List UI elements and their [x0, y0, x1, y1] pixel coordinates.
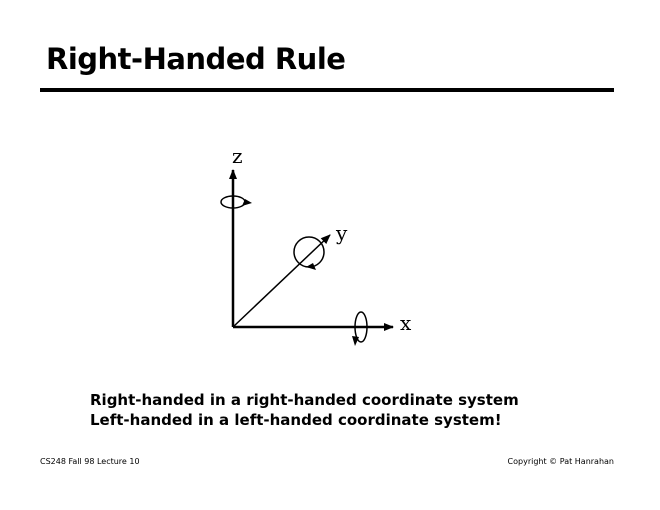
body-text: Right-handed in a right-handed coordinat…	[90, 390, 519, 430]
x-axis-label: x	[400, 311, 412, 335]
y-rotation-arrow-icon	[293, 236, 325, 270]
body-line: Right-handed in a right-handed coordinat…	[90, 391, 519, 409]
z-rotation-arrow-icon	[220, 195, 252, 209]
footer-copyright: Copyright © Pat Hanrahan	[507, 457, 614, 466]
y-axis	[232, 234, 331, 328]
footer-course: CS248 Fall 98 Lecture 10	[40, 457, 140, 466]
body-line: Left-handed in a left-handed coordinate …	[90, 411, 502, 429]
y-axis-label: y	[335, 221, 348, 245]
title-rule	[40, 88, 614, 92]
slide-title: Right-Handed Rule	[46, 42, 346, 76]
x-rotation-arrow-icon	[352, 311, 368, 346]
z-axis-label: z	[232, 144, 243, 168]
